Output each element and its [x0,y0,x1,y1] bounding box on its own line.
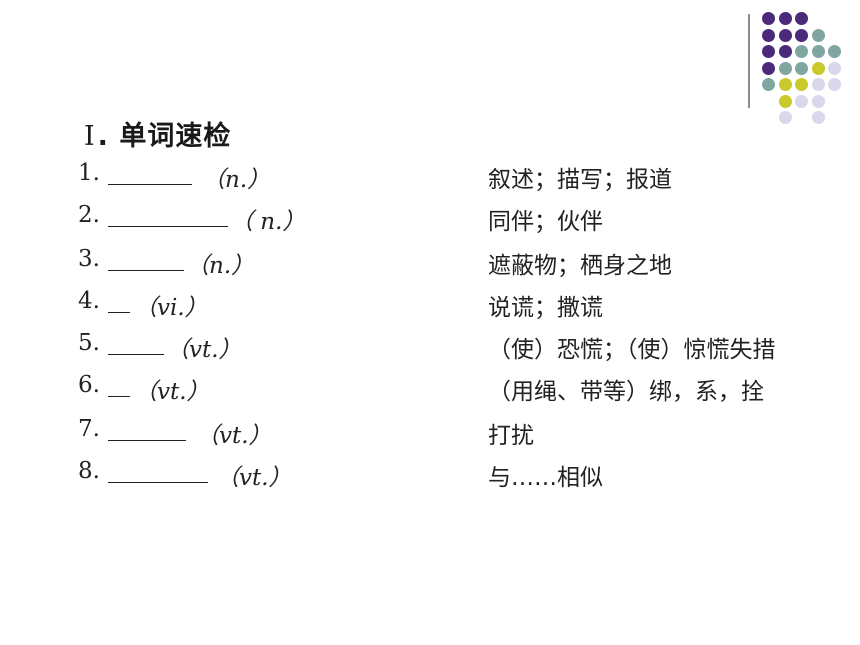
decorative-dot [795,12,808,25]
chinese-meaning: 说谎；撒谎 [488,295,603,321]
part-of-speech: （n.） [202,167,271,193]
decorative-dot [762,61,775,75]
part-of-speech: （vt.） [196,423,272,449]
decorative-dot [795,28,808,42]
answer-blank[interactable] [108,354,164,355]
item-number: 4. [78,288,100,314]
decorative-dot [778,45,792,58]
chinese-meaning: （用绳、带等）绑，系，拴 [488,379,764,405]
vocab-item: 3. （n.） 遮蔽物；栖身之地 [78,246,798,286]
decorative-dot [795,61,808,75]
section-title-text: . 单词速检 [97,121,232,152]
decorative-dot [811,45,825,58]
decorative-dot [795,45,808,58]
answer-blank[interactable] [108,184,192,185]
chinese-meaning: 叙述；描写；报道 [488,167,672,193]
decorative-dot [762,45,775,58]
decorative-dot [828,78,841,91]
part-of-speech: （vt.） [166,337,242,363]
decorative-dot [778,94,792,108]
answer-blank[interactable] [108,226,228,227]
chinese-meaning: 遮蔽物；栖身之地 [488,253,672,279]
item-number: 3. [78,246,100,272]
answer-blank[interactable] [108,482,208,483]
decorative-dot [811,28,825,42]
decorative-dot [795,94,808,108]
vocab-item: 1. （n.） 叙述；描写；报道 [78,160,798,200]
decorative-dot [811,111,825,124]
decorative-dot [795,78,808,91]
part-of-speech: （ n.） [230,209,306,235]
decorative-dot [811,78,825,91]
decorative-dot [778,61,792,75]
vocab-item: 5. （vt.） （使）恐慌；（使）惊慌失措 [78,330,798,370]
answer-blank[interactable] [108,270,184,271]
decorative-dot [778,78,792,91]
decorative-dot [762,78,775,91]
chinese-meaning: 与……相似 [488,465,603,491]
decorative-dot [762,28,775,42]
item-number: 2. [78,202,100,228]
answer-blank[interactable] [108,440,186,441]
decorative-dot [828,45,841,58]
chinese-meaning: （使）恐慌；（使）惊慌失措 [488,337,776,363]
decorative-dot [811,94,825,108]
decorative-dot [811,61,825,75]
vocab-item: 2. （ n.） 同伴；伙伴 [78,202,798,242]
decorative-divider [748,14,750,108]
vocab-item: 7. （vt.） 打扰 [78,416,798,456]
vocab-item: 4. （vi.） 说谎；撒谎 [78,288,798,328]
decorative-dot [778,12,792,25]
part-of-speech: （vt.） [216,465,292,491]
answer-blank[interactable] [108,396,130,397]
item-number: 8. [78,458,100,484]
decorative-dot [828,61,841,75]
part-of-speech: （n.） [186,253,255,279]
item-number: 5. [78,330,100,356]
vocab-item: 8. （vt.） 与……相似 [78,458,798,498]
item-number: 6. [78,372,100,398]
item-number: 1. [78,160,100,186]
decorative-dot [778,111,792,124]
item-number: 7. [78,416,100,442]
part-of-speech: （vt.） [134,379,210,405]
chinese-meaning: 同伴；伙伴 [488,209,603,235]
chinese-meaning: 打扰 [488,423,534,449]
section-title: Ⅰ. 单词速检 [84,114,231,153]
section-numeral: Ⅰ [84,121,96,152]
decorative-dot [778,28,792,42]
part-of-speech: （vi.） [134,295,208,321]
decorative-dot [762,12,775,25]
vocab-item: 6. （vt.） （用绳、带等）绑，系，拴 [78,372,798,412]
answer-blank[interactable] [108,312,130,313]
